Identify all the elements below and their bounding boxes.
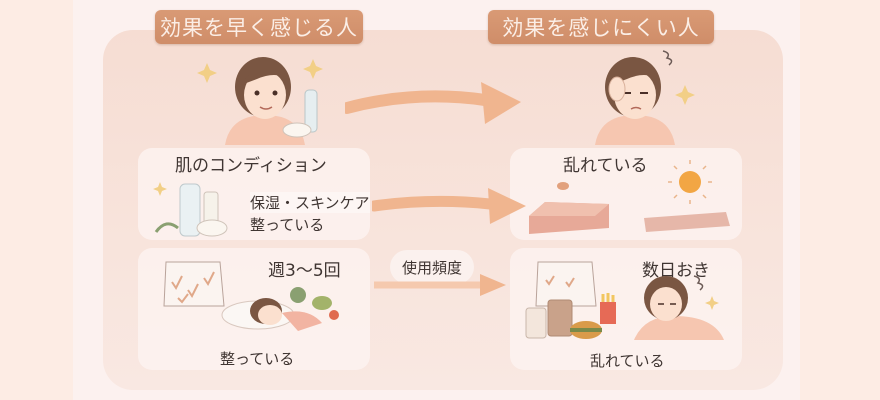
skincare-bottles-icon xyxy=(153,182,228,237)
happy-woman-illustration xyxy=(197,57,323,145)
damaged-skin-icon xyxy=(529,182,609,234)
frequency-right: 数日おき xyxy=(642,261,710,281)
frequency-label: 使用頻度 xyxy=(390,250,474,284)
tired-woman-icon xyxy=(634,275,724,340)
frequency-left: 週3〜5回 xyxy=(268,261,341,281)
skincare-line-2: 整っている xyxy=(250,216,325,234)
worried-woman-illustration xyxy=(595,50,695,145)
arrow-right-icon xyxy=(374,274,506,296)
header-slow-effect: 効果を感じにくい人 xyxy=(488,10,714,44)
sun-icon xyxy=(644,160,730,232)
arrow-right-icon xyxy=(345,82,521,124)
skincare-line-1: 保湿・スキンケア xyxy=(250,192,370,213)
lifestyle-status-right: 乱れている xyxy=(590,352,665,370)
skin-condition-title: 肌のコンディション xyxy=(175,156,327,176)
lifestyle-status-left: 整っている xyxy=(220,350,295,368)
header-fast-effect: 効果を早く感じる人 xyxy=(155,10,363,44)
calendar-checked-icon xyxy=(535,261,597,307)
junk-food-icon xyxy=(525,293,616,339)
sleeping-woman-icon xyxy=(221,287,339,331)
arrow-right-icon xyxy=(372,188,526,224)
calendar-checked-icon xyxy=(163,261,225,307)
skin-status-right: 乱れている xyxy=(563,156,648,176)
